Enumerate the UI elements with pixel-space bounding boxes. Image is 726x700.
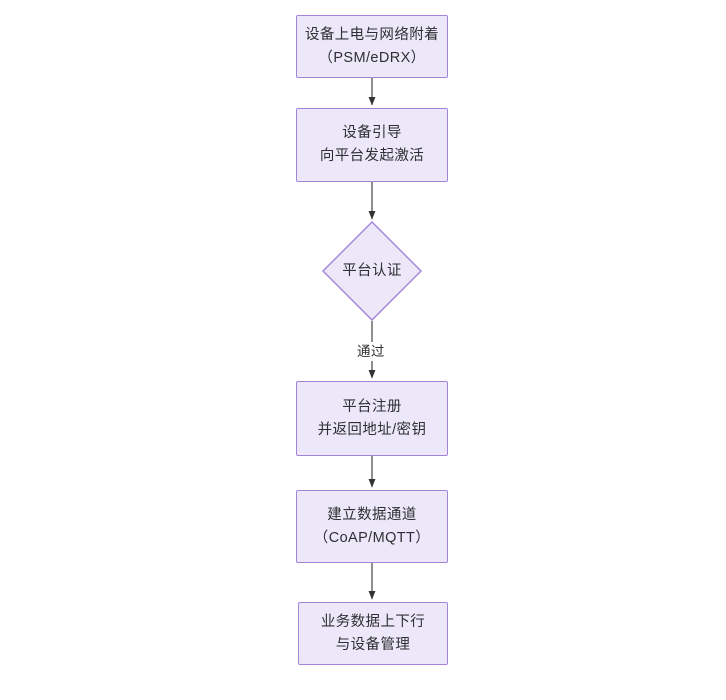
node-device-power-on[interactable]: 设备上电与网络附着 （PSM/eDRX） [296,15,448,78]
node-establish-data-channel[interactable]: 建立数据通道 （CoAP/MQTT） [296,490,448,563]
node-device-bootstrap[interactable]: 设备引导 向平台发起激活 [296,108,448,182]
node-label: 平台认证 [342,262,402,279]
node-label: 平台注册 并返回地址/密钥 [317,398,427,438]
node-platform-registration[interactable]: 平台注册 并返回地址/密钥 [296,381,448,456]
node-label: 设备引导 向平台发起激活 [319,125,425,164]
node-platform-authentication[interactable]: 平台认证 [322,221,422,321]
edge-label-pass: 通过 [354,342,388,361]
node-label: 业务数据上下行 与设备管理 [320,613,426,653]
diamond-shape [322,221,422,321]
node-business-data-and-device-management[interactable]: 业务数据上下行 与设备管理 [298,602,448,665]
node-label: 建立数据通道 （CoAP/MQTT） [313,506,431,546]
node-label: 设备上电与网络附着 （PSM/eDRX） [304,26,440,66]
